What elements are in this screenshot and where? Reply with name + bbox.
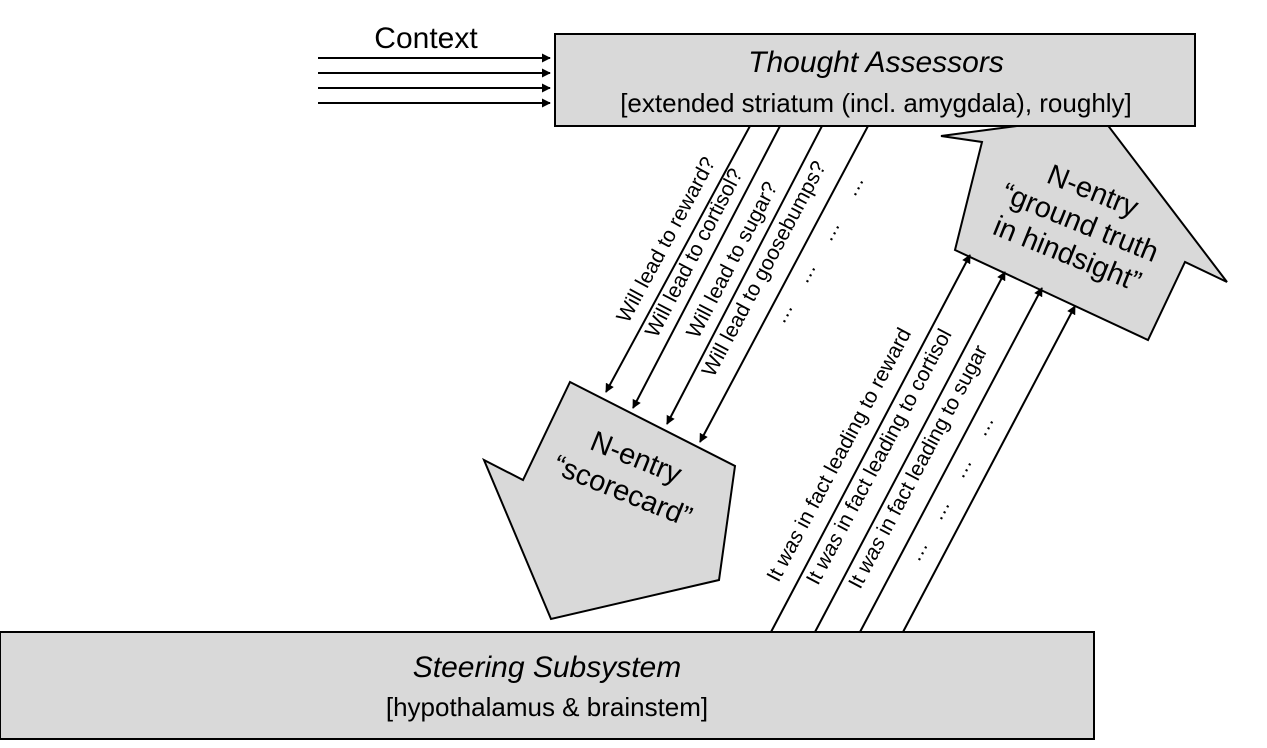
- thought-assessors-title: Thought Assessors: [748, 46, 1004, 79]
- context-inputs: [318, 53, 551, 108]
- steering-subsystem-subtitle: [hypothalamus & brainstem]: [386, 692, 708, 722]
- steering-subsystem-title: Steering Subsystem: [413, 651, 681, 684]
- ground-truth-ellipsis-4: …: [903, 534, 934, 565]
- context-label: Context: [374, 22, 478, 55]
- prediction-line-4: [699, 125, 869, 443]
- thought-assessors-subtitle: [extended striatum (incl. amygdala), rou…: [620, 88, 1132, 118]
- ground-truth-line-2: [814, 271, 1006, 633]
- steering-subsystem-box: [0, 631, 1095, 740]
- ground-truth-lines: [770, 254, 1076, 633]
- ground-truth-ellipsis-3: …: [925, 493, 956, 524]
- ground-truth-arrow-shape: [940, 113, 1228, 342]
- ground-truth-ellipsis-2: …: [947, 451, 978, 482]
- ground-truth-line-4: [902, 305, 1076, 633]
- prediction-line-3: [666, 125, 823, 425]
- scorecard-arrow-shape: [482, 380, 737, 621]
- prediction-line-1: [605, 125, 751, 393]
- thought-assessors-box: [554, 33, 1196, 127]
- ground-truth-line-3: [859, 287, 1043, 633]
- prediction-line-2: [632, 125, 781, 409]
- prediction-lines: [605, 125, 869, 443]
- prediction-ellipsis-4: …: [768, 296, 799, 327]
- ground-truth-ellipsis-1: …: [969, 409, 1000, 440]
- ground-truth-line-1: [770, 254, 971, 633]
